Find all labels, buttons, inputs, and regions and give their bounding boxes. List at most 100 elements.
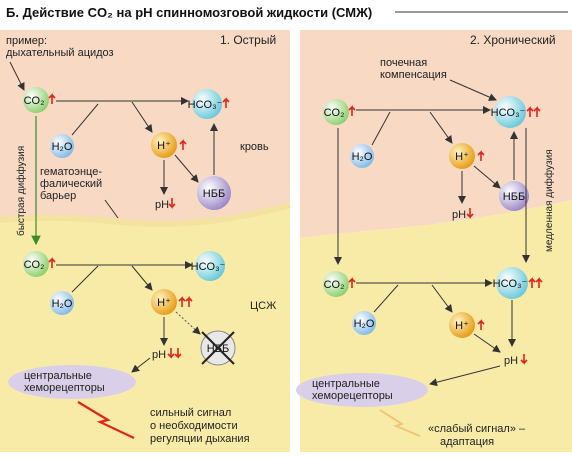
example-label: пример:	[6, 35, 47, 47]
strong-signal-icon	[77, 401, 135, 439]
receptor-ellipse	[296, 373, 428, 407]
h2o-label: H₂O	[354, 318, 375, 330]
weak-signal-line-2: адаптация	[440, 436, 494, 448]
signal-line-1: сильный сигнал	[150, 407, 231, 419]
csf-label: ЦСЖ	[250, 300, 276, 312]
example-arrow	[9, 61, 25, 91]
h2o-molecule	[352, 311, 376, 335]
weak-signal-icon	[379, 409, 421, 437]
h-to-nbb-arrow	[174, 154, 199, 183]
receptor-label-1: центральные	[24, 370, 92, 382]
h-label: H⁺	[455, 320, 469, 332]
co2-molecule	[23, 87, 49, 113]
fast-diffusion-label: быстрая диффузия	[15, 146, 27, 236]
h-ion	[151, 289, 177, 315]
h2o-label: H₂O	[52, 141, 73, 153]
barrier-pointer	[104, 199, 119, 219]
h-label: H⁺	[455, 151, 469, 163]
up-arrow-icon	[222, 97, 230, 108]
h-label: H⁺	[157, 297, 171, 309]
compensation-label-2: компенсация	[380, 69, 447, 81]
signal-line-2: о необходимости	[150, 420, 238, 432]
nbb-molecule	[499, 181, 529, 211]
co2-label: CO₂	[324, 279, 345, 291]
h2o-label: H₂O	[352, 151, 373, 163]
split-arrow	[429, 111, 453, 144]
down-arrow-icon	[520, 354, 528, 365]
compensation-label-1: почечная	[380, 57, 427, 69]
up-arrow-icon	[348, 277, 356, 288]
h-to-ph-arrow	[473, 333, 501, 353]
h-label: H⁺	[157, 140, 171, 152]
hco3-molecule	[496, 267, 528, 299]
h2o-label: H₂O	[52, 298, 73, 310]
hco3-label: HCO₃⁻	[188, 99, 223, 111]
split-arrow	[131, 101, 153, 133]
nbb-molecule	[197, 176, 231, 210]
ph-label: pH	[504, 355, 518, 367]
h2o-join-line	[371, 111, 391, 146]
down-arrow-icon	[466, 208, 474, 219]
hco3-molecule	[192, 89, 222, 119]
ph-label: pH	[452, 209, 466, 221]
h2o-join-line	[71, 265, 99, 293]
hco3-label: HCO₃⁻	[191, 261, 226, 273]
hco3-label: HCO₃⁻	[493, 278, 528, 290]
receptor-label-2: хеморецепторы	[24, 382, 105, 394]
page-title: Б. Действие CO₂ на pH спинномозговой жид…	[6, 5, 372, 20]
receptor-label-1: центральные	[312, 378, 380, 390]
double-up-arrow-icon	[526, 106, 541, 117]
split-arrow	[431, 284, 453, 313]
double-down-arrow-icon	[167, 348, 182, 359]
co2-molecule	[323, 99, 349, 125]
up-arrow-icon	[179, 139, 187, 150]
h-ion	[449, 312, 475, 338]
h2o-join-line	[373, 284, 399, 313]
double-up-arrow-icon	[528, 277, 543, 288]
weak-signal-line-1: «слабый сигнал» –	[428, 423, 526, 435]
blood-label: кровь	[240, 141, 269, 153]
up-arrow-icon	[348, 105, 356, 116]
double-up-arrow-icon	[178, 296, 193, 307]
compensation-arrow	[449, 79, 497, 101]
co2-label: CO₂	[24, 259, 45, 271]
hco3-molecule	[195, 251, 225, 281]
hco3-molecule	[494, 96, 526, 128]
ph-label: pH	[155, 199, 169, 211]
ph-to-receptor-arrow	[429, 365, 501, 387]
barrier-label-3: барьер	[40, 190, 76, 202]
co2-label: CO₂	[324, 107, 345, 119]
slow-diffusion-label: медленная диффузия	[543, 149, 555, 252]
cross-icon	[201, 331, 235, 365]
panel-chronic-label: 2. Хронический	[470, 33, 556, 47]
receptor-ellipse	[8, 365, 136, 399]
ph-to-receptor-arrow	[131, 357, 151, 373]
up-arrow-icon	[477, 150, 485, 161]
h2o-join-line	[71, 103, 99, 136]
down-arrow-icon	[168, 198, 176, 209]
signal-line-3: регуляции дыхания	[150, 433, 250, 445]
hco3-label: HCO₃⁻	[491, 107, 526, 119]
split-arrow	[131, 265, 153, 291]
h2o-molecule	[50, 291, 74, 315]
receptor-label-2: хеморецепторы	[312, 390, 393, 402]
h-ion	[151, 132, 177, 158]
up-arrow-icon	[48, 93, 56, 104]
co2-molecule	[23, 251, 49, 277]
dotted-arrow	[175, 311, 201, 335]
h2o-molecule	[350, 144, 374, 168]
up-arrow-icon	[48, 257, 56, 268]
up-arrow-icon	[477, 319, 485, 330]
panel-acute-label: 1. Острый	[220, 33, 276, 47]
co2-label: CO₂	[24, 95, 45, 107]
h-to-nbb-arrow	[473, 165, 501, 189]
barrier-label-2: фалический	[40, 178, 102, 190]
nbb-label: НББ	[503, 191, 525, 203]
example-text: дыхательный ацидоз	[6, 47, 114, 59]
barrier-label-1: гематоэнце-	[40, 166, 102, 178]
nbb-label: НББ	[203, 188, 225, 200]
co2-molecule	[323, 271, 349, 297]
ph-label: pH	[152, 349, 166, 361]
